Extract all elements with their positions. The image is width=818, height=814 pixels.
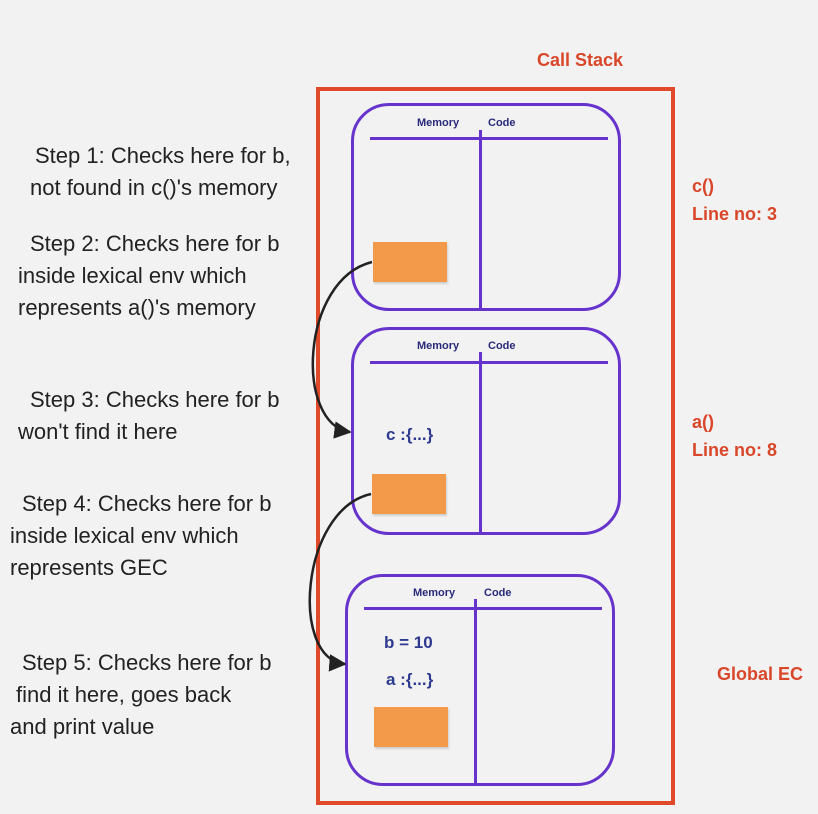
step-2-text: Step 2: Checks here for b inside lexical… xyxy=(18,228,279,324)
step-4-line-2: inside lexical env which xyxy=(10,523,239,548)
call-stack-box xyxy=(316,87,675,805)
a-execution-context: Memory Code c :{...} xyxy=(351,327,621,535)
step-3-line-1: Step 3: Checks here for b xyxy=(30,387,280,412)
a-lexical-env-note xyxy=(372,474,446,514)
c-execution-context: Memory Code xyxy=(351,103,621,311)
c-column-divider xyxy=(479,130,482,311)
step-1-line-1: Step 1: Checks here for b, xyxy=(35,143,291,168)
a-code-header: Code xyxy=(488,340,516,352)
global-code-header: Code xyxy=(484,587,512,599)
step-2-line-2: inside lexical env which xyxy=(18,263,247,288)
arrow-c-to-a xyxy=(311,260,373,439)
step-5-text: Step 5: Checks here for b find it here, … xyxy=(10,647,271,743)
step-4-line-3: represents GEC xyxy=(10,555,168,580)
global-memory-header: Memory xyxy=(413,587,456,599)
global-context-label: Global EC xyxy=(717,664,804,684)
global-memory-item-b: b = 10 xyxy=(384,633,433,652)
c-header-divider xyxy=(370,137,608,140)
step-5-line-2: find it here, goes back xyxy=(16,682,232,707)
step-2-line-1: Step 2: Checks here for b xyxy=(30,231,280,256)
step-3-line-2: won't find it here xyxy=(18,419,178,444)
step-2-line-3: represents a()'s memory xyxy=(18,295,256,320)
arrow-a-to-global xyxy=(308,492,372,672)
step-5-line-1: Step 5: Checks here for b xyxy=(22,650,272,675)
c-memory-header: Memory xyxy=(417,117,460,129)
a-header-divider xyxy=(370,361,608,364)
global-memory-item-a: a :{...} xyxy=(386,670,434,689)
global-header-divider xyxy=(364,607,602,610)
step-5-line-3: and print value xyxy=(10,714,155,739)
a-column-divider xyxy=(479,352,482,535)
step-4-line-1: Step 4: Checks here for b xyxy=(22,491,272,516)
a-context-label: a() Line no: 8 xyxy=(692,408,777,464)
c-function-label: c() xyxy=(692,176,714,196)
global-column-divider xyxy=(474,599,477,786)
c-code-header: Code xyxy=(488,117,516,129)
global-execution-context: Memory Code b = 10 a :{...} xyxy=(345,574,615,786)
a-line-number: Line no: 8 xyxy=(692,440,777,460)
a-memory-header: Memory xyxy=(417,340,460,352)
c-context-label: c() Line no: 3 xyxy=(692,172,777,228)
c-line-number: Line no: 3 xyxy=(692,204,777,224)
step-3-text: Step 3: Checks here for b won't find it … xyxy=(18,384,279,448)
a-memory-item-c: c :{...} xyxy=(386,425,434,444)
step-1-line-2: not found in c()'s memory xyxy=(30,175,278,200)
step-1-text: Step 1: Checks here for b, not found in … xyxy=(30,140,291,204)
c-lexical-env-note xyxy=(373,242,447,282)
step-4-text: Step 4: Checks here for b inside lexical… xyxy=(10,488,271,584)
global-lexical-env-note xyxy=(374,707,448,747)
call-stack-title: Call Stack xyxy=(537,50,624,70)
a-function-label: a() xyxy=(692,412,714,432)
